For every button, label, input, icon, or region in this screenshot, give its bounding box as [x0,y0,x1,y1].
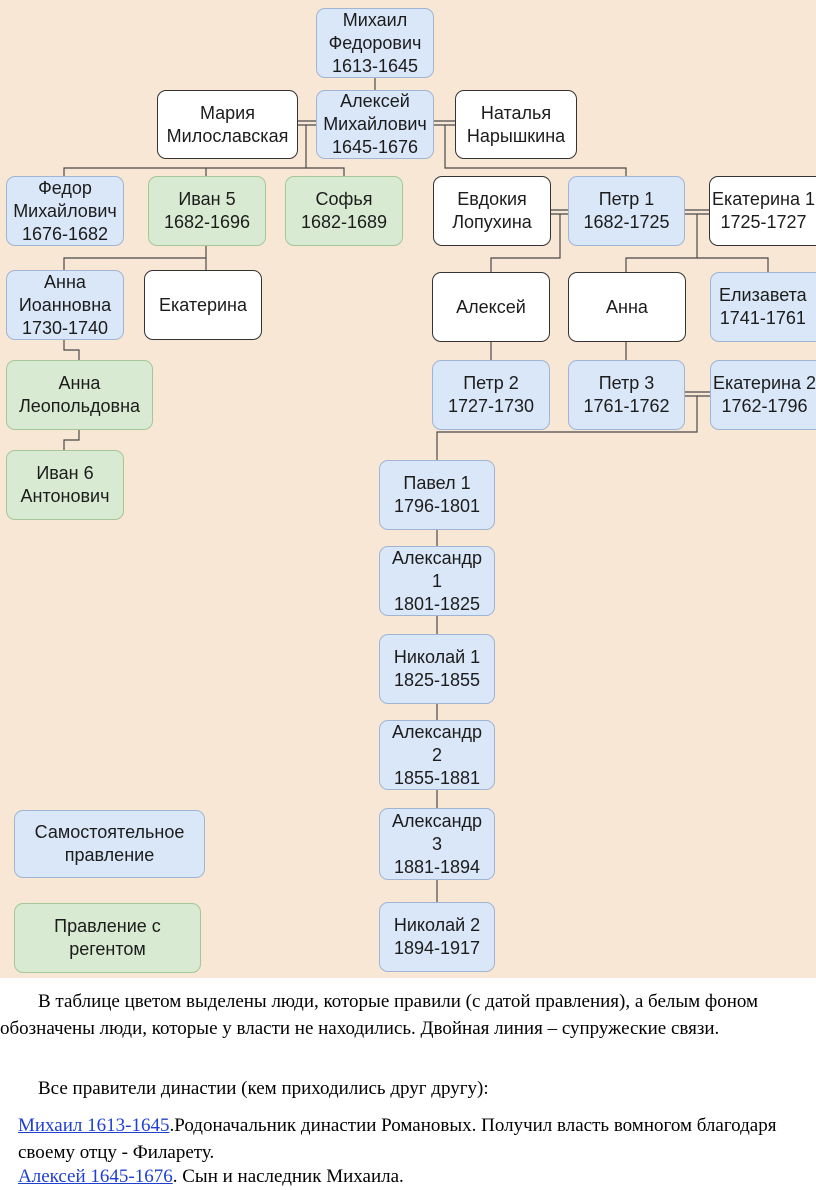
node-evdokia: Евдокия Лопухина [433,176,551,246]
node-aleksandr2: Александр 2 1855-1881 [379,720,495,790]
node-natalia: Наталья Нарышкина [455,90,577,159]
text-aleksei-description: . Сын и наследник Михаила. [172,1166,404,1187]
node-fedor: Федор Михайлович 1676-1682 [6,176,124,246]
node-pavel1: Павел 1 1796-1801 [379,460,495,530]
node-ekaterina-ivanovna: Екатерина [144,270,262,340]
text-mikhail-description: .Родоначальник династии Романовых. Получ… [18,1115,777,1163]
line-to-anna-leopoldovna [63,340,80,360]
connector-lines [63,78,769,902]
node-anna-leopoldovna: Анна Леопольдовна [6,360,153,430]
node-ekaterina1: Екатерина 1 1725-1727 [709,176,816,246]
node-petr3: Петр 3 1761-1762 [568,360,685,430]
line-to-elizaveta [697,257,769,272]
list-item-aleksei: Алексей 1645-1676. Сын и наследник Михаи… [18,1163,808,1190]
node-maria: Мария Милославская [157,90,298,159]
node-anna-petrovna: Анна [568,272,686,342]
node-petr1: Петр 1 1682-1725 [568,176,685,246]
node-aleksandr3: Александр 3 1881-1894 [379,808,495,880]
description-text: В таблице цветом выделены люди, которые … [0,978,816,1190]
paragraph-legend-explanation: В таблице цветом выделены люди, которые … [0,991,759,1039]
node-aleksandr1: Александр 1 1801-1825 [379,546,495,616]
line-to-ivan6 [63,430,80,450]
node-petr2: Петр 2 1727-1730 [432,360,550,430]
node-sofia: Софья 1682-1689 [285,176,403,246]
node-ekaterina2: Екатерина 2 1762-1796 [710,360,816,430]
line-to-anna-petrovna [625,214,698,272]
node-elizaveta: Елизавета 1741-1761 [710,272,816,342]
link-mikhail[interactable]: Михаил 1613-1645 [18,1115,170,1136]
dynasty-tree-diagram: Михаил Федорович 1613-1645 Мария Милосла… [0,0,816,978]
line-to-fedor [63,125,307,176]
line-to-pavel1 [436,396,698,460]
node-mikhail: Михаил Федорович 1613-1645 [316,8,434,78]
legend-self-rule: Самостоятельное правление [14,810,205,878]
node-ivan6: Иван 6 Антонович [6,450,124,520]
line-to-aleksei-petrovich [490,214,561,272]
node-nikolai1: Николай 1 1825-1855 [379,634,495,704]
node-aleksei-petrovich: Алексей [432,272,550,342]
link-aleksei[interactable]: Алексей 1645-1676 [18,1166,173,1187]
node-nikolai2: Николай 2 1894-1917 [379,902,495,972]
node-ivan5: Иван 5 1682-1696 [148,176,266,246]
node-aleksei: Алексей Михайлович 1645-1676 [316,90,434,159]
line-to-anna-ioannovna [63,246,207,270]
line-to-petr1 [444,125,627,176]
line-to-sofia [306,167,345,176]
legend-regent-rule: Правление с регентом [14,903,201,973]
paragraph-rulers-intro: Все правители династии (кем приходились … [38,1078,489,1099]
list-item-mikhail: Михаил 1613-1645.Родоначальник династии … [18,1112,808,1166]
node-anna-ioannovna: Анна Иоанновна 1730-1740 [6,270,124,340]
